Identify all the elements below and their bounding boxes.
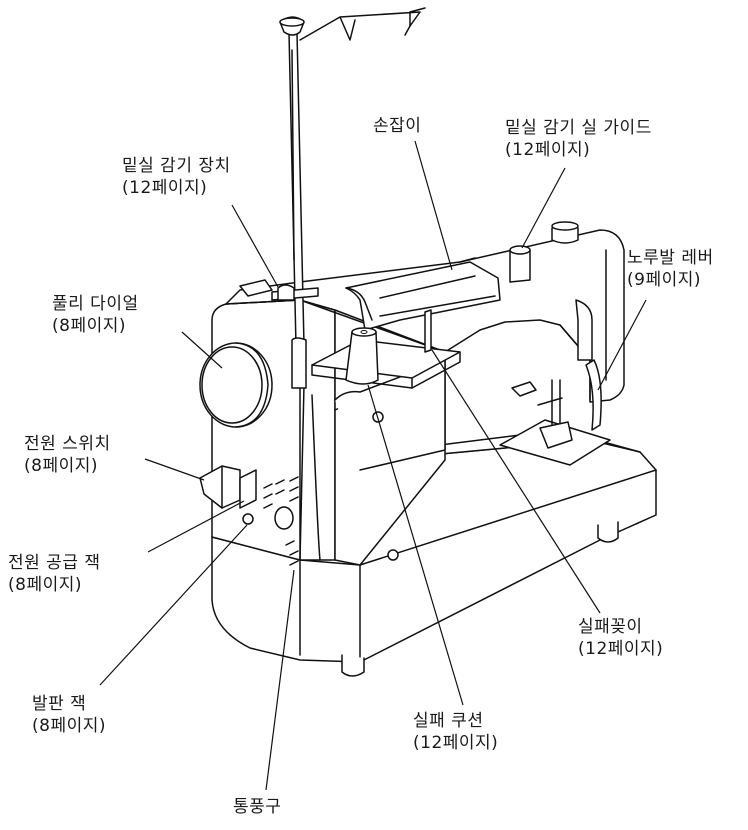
leader-presser-foot-lever [597,299,647,391]
top-knob [551,221,579,244]
label-bobbin-winder-name: 밑실 감기 장치 [122,156,231,176]
label-spool-pin-page: (12페이지) [578,639,664,659]
label-bobbin-thread-guide: 밑실 감기 실 가이드 (12페이지) [505,117,652,161]
leader-spool-cushion [367,384,464,706]
leader-lines [99,140,647,791]
label-power-supply-jack-name: 전원 공급 잭 [8,553,101,573]
power-switch [199,465,257,509]
presser-foot-lever [585,359,602,431]
leader-power-supply-jack [147,500,245,553]
thread-stand [279,7,426,389]
bobbin-thread-guide-part [509,245,531,283]
label-spool-cushion: 실패 쿠션 (12페이지) [413,710,498,754]
leader-power-switch [144,458,205,481]
leader-handle [414,140,453,271]
jacks-and-vents [242,411,399,566]
label-foot-controller-jack-name: 발판 잭 [32,694,87,714]
label-power-supply-jack: 전원 공급 잭 (8페이지) [8,552,101,596]
label-air-vent-name: 통풍구 [233,797,282,817]
label-power-switch: 전원 스위치 (8페이지) [24,433,111,477]
label-pulley-dial-page: (8페이지) [52,316,127,336]
label-foot-controller-jack-page: (8페이지) [32,716,107,736]
leader-foot-controller-jack [99,524,248,686]
label-spool-pin: 실패꽂이 (12페이지) [578,616,663,660]
label-bobbin-winder: 밑실 감기 장치 (12페이지) [122,155,231,199]
label-pulley-dial-name: 풀리 다이얼 [52,294,139,314]
leader-air-vent [265,569,295,791]
label-presser-foot-lever: 노루발 레버 (9페이지) [627,247,714,291]
label-spool-cushion-name: 실패 쿠션 [413,711,484,731]
label-power-switch-name: 전원 스위치 [24,434,111,454]
sewing-machine-illustration [199,7,657,677]
label-foot-controller-jack: 발판 잭 (8페이지) [32,693,106,737]
leader-spool-pin [431,349,601,614]
leader-bobbin-winder [231,204,279,288]
leader-pulley-dial [181,331,223,369]
label-presser-foot-lever-name: 노루발 레버 [627,248,714,268]
label-pulley-dial: 풀리 다이얼 (8페이지) [52,293,139,337]
label-bobbin-thread-guide-name: 밑실 감기 실 가이드 [505,118,652,138]
pulley-dial [199,342,273,428]
label-power-switch-page: (8페이지) [24,456,99,476]
label-bobbin-winder-page: (12페이지) [122,178,208,198]
leader-bobbin-thread-guide [521,167,566,249]
bobbin-winder [239,279,319,301]
handle [345,261,501,331]
label-presser-foot-lever-page: (9페이지) [627,270,702,290]
label-handle-name: 손잡이 [373,116,422,136]
label-handle: 손잡이 [373,115,421,137]
label-air-vent: 통풍구 [233,796,281,818]
label-spool-pin-name: 실패꽂이 [578,617,643,637]
spool-area [311,309,461,389]
label-bobbin-thread-guide-page: (12페이지) [505,140,591,160]
label-spool-cushion-page: (12페이지) [413,733,499,753]
label-power-supply-jack-page: (8페이지) [8,575,83,595]
needle-and-foot [511,379,573,449]
